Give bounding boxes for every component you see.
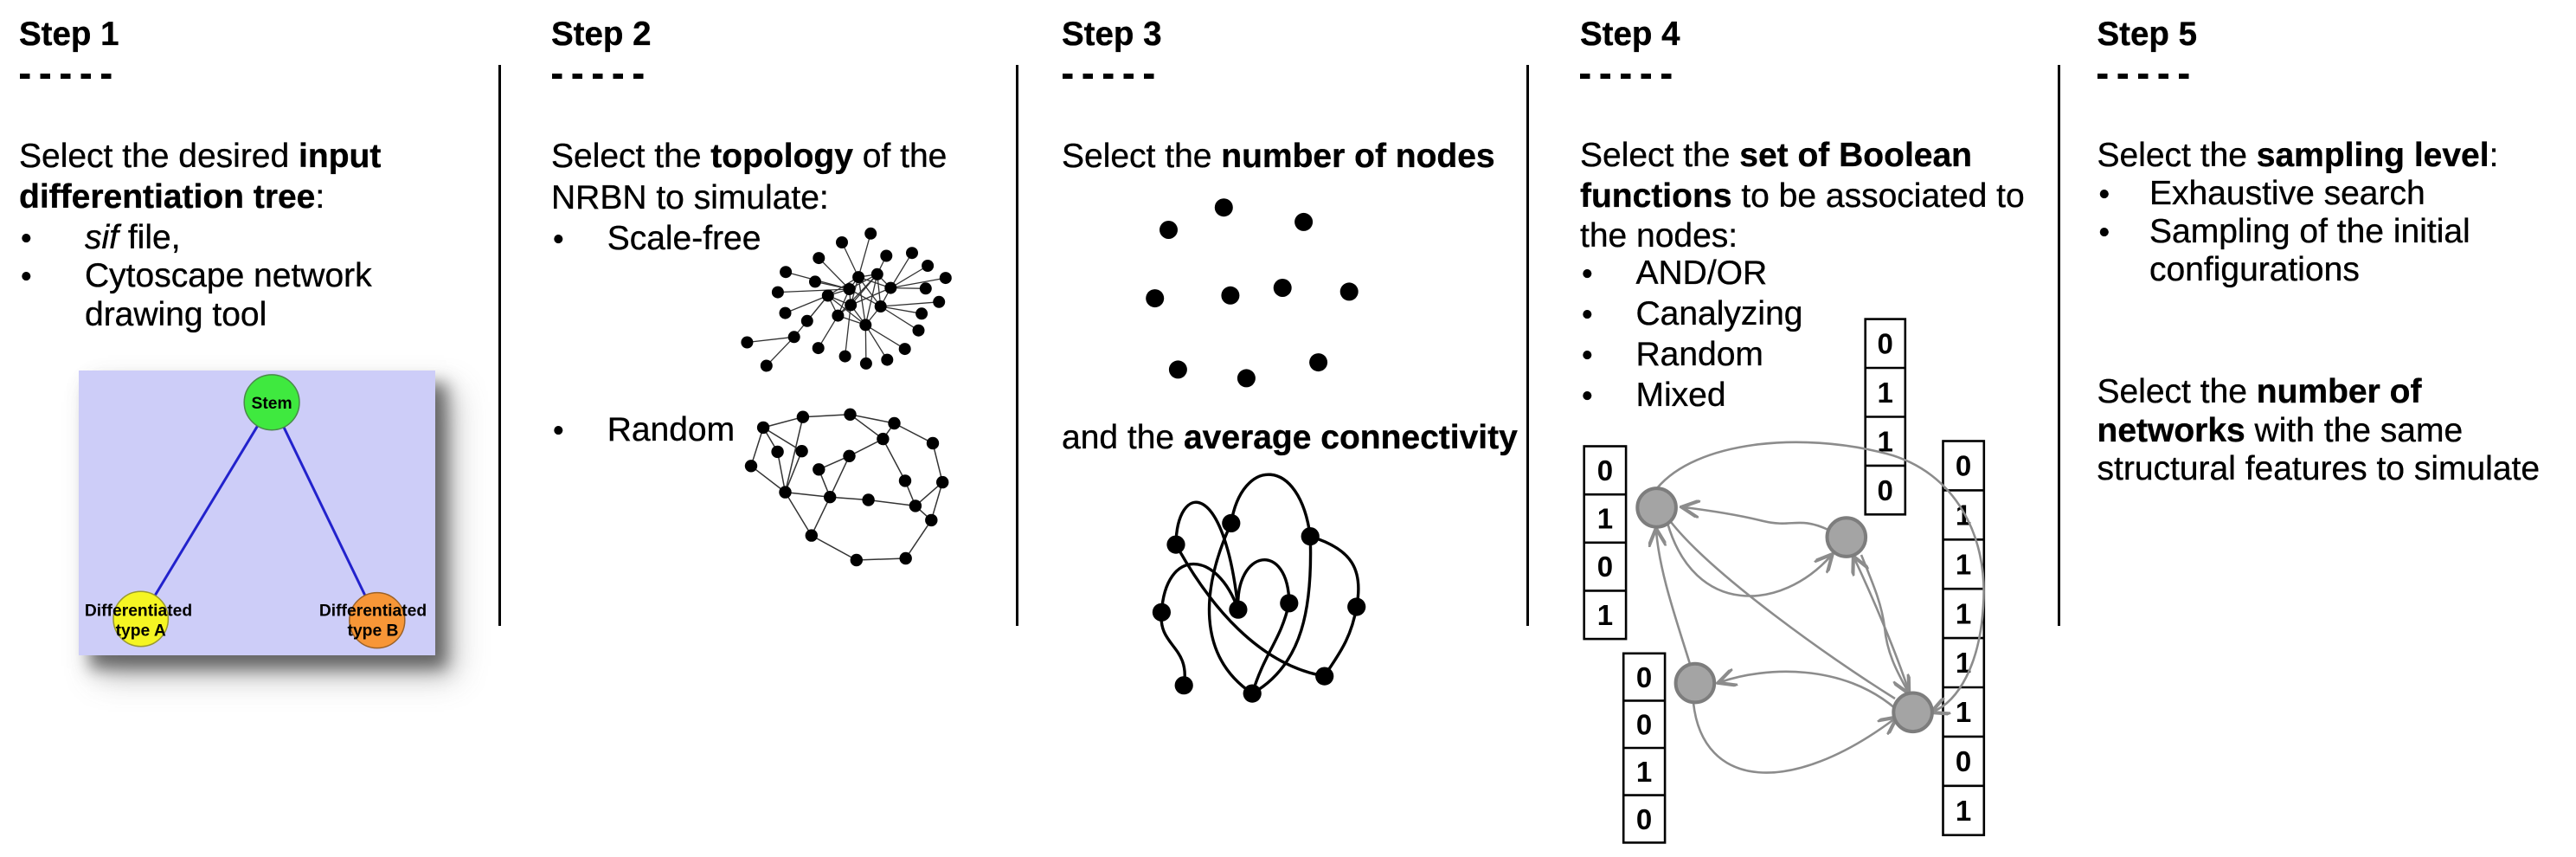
svg-text:1: 1	[1956, 795, 1971, 827]
svg-text:1: 1	[1956, 548, 1971, 580]
svg-text:Differentiated: Differentiated	[319, 602, 427, 620]
svg-text:1: 1	[1956, 647, 1971, 679]
svg-text:0: 0	[1878, 474, 1893, 506]
svg-text:0: 0	[1956, 745, 1971, 777]
svg-text:0: 0	[1636, 803, 1652, 835]
svg-text:1: 1	[1878, 377, 1893, 409]
svg-text:Differentiated: Differentiated	[85, 602, 192, 620]
svg-text:1: 1	[1878, 425, 1893, 457]
svg-text:0: 0	[1597, 454, 1613, 486]
svg-text:1: 1	[1956, 597, 1971, 629]
svg-text:type B: type B	[348, 622, 399, 641]
svg-text:type A: type A	[116, 622, 166, 641]
svg-text:0: 0	[1878, 327, 1893, 359]
svg-text:0: 0	[1956, 450, 1971, 482]
svg-text:1: 1	[1636, 756, 1652, 788]
svg-text:0: 0	[1597, 551, 1613, 583]
svg-text:Stem: Stem	[252, 395, 292, 413]
svg-text:1: 1	[1956, 696, 1971, 728]
svg-text:1: 1	[1597, 503, 1613, 535]
svg-text:0: 0	[1636, 709, 1652, 741]
svg-text:0: 0	[1636, 661, 1652, 693]
svg-text:1: 1	[1597, 599, 1613, 631]
